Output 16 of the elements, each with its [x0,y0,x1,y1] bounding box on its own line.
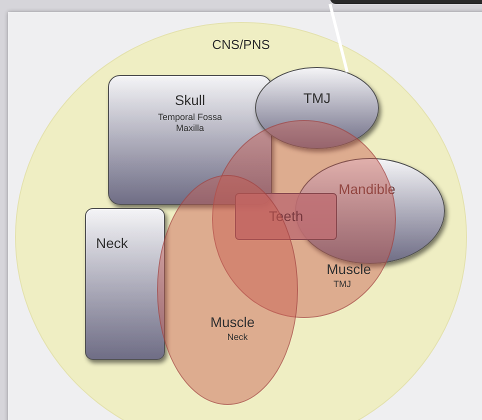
skull-box [108,75,272,205]
neck-box [85,208,165,360]
node-label: TMJ [334,278,351,290]
node-label: TMJ [303,90,331,108]
node-label: Maxilla [176,122,204,134]
node-label: Temporal Fossa [158,112,222,123]
node-label: Muscle [210,314,255,332]
node-label: Mandible [338,181,396,198]
node-label: Skull [174,92,206,110]
connector-line [328,4,349,73]
node-label: Muscle [326,261,371,278]
node-label: CNS/PNS [212,37,270,54]
node-label: Neck [96,235,128,252]
node-label: Neck [227,332,248,343]
teeth-box [235,193,337,240]
node-label: Teeth [268,208,304,226]
